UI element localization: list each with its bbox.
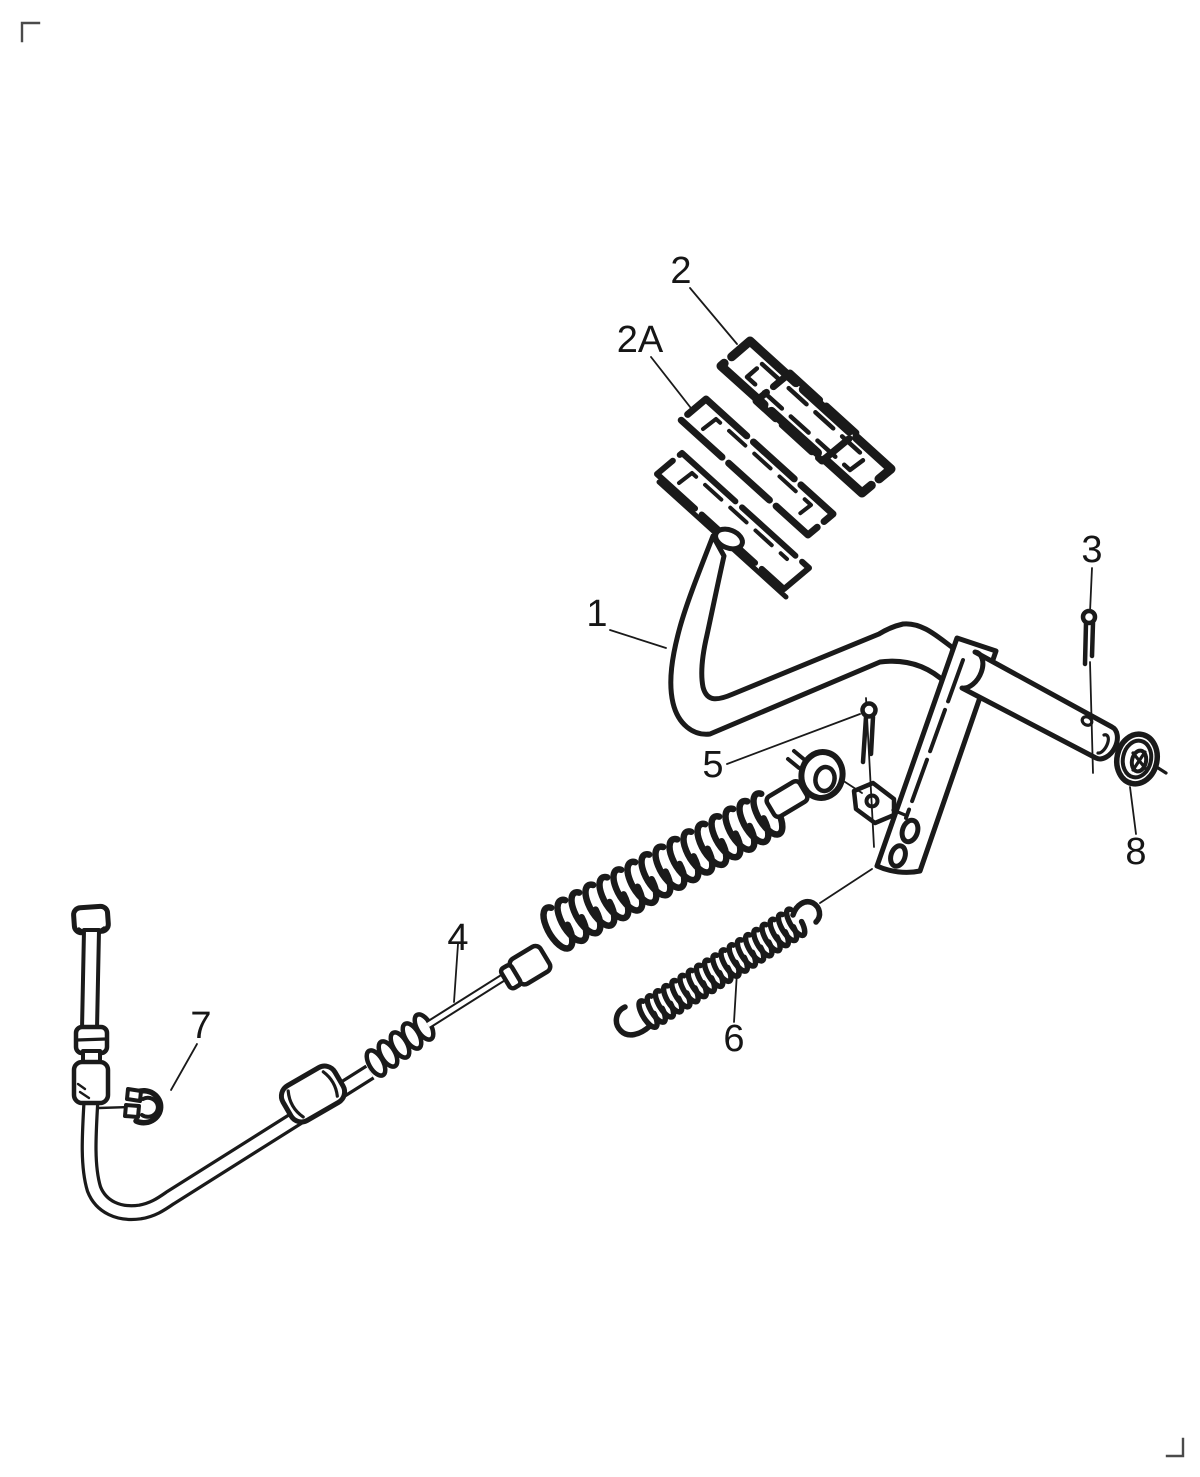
cable-assembly — [71, 749, 846, 1222]
leader-2a — [650, 356, 695, 413]
pedal-pad-plate — [677, 395, 837, 539]
crop-mark-bottom-right — [1165, 1437, 1185, 1458]
cable-upper-ferrules — [71, 1024, 111, 1106]
return-spring — [613, 899, 823, 1038]
leader-4 — [453, 943, 459, 1003]
callout-3-label: 3 — [1081, 529, 1102, 571]
callout-8-label: 8 — [1125, 831, 1146, 873]
bracket-hole-upper — [899, 817, 921, 845]
cotter-pin-shaft — [1080, 608, 1098, 667]
spring-seat-ferrule — [498, 943, 553, 991]
pedal-arm-tube — [668, 526, 956, 737]
callout-5-label: 5 — [702, 744, 723, 786]
clevis-eye — [786, 749, 846, 801]
callout-2a-label: 2A — [617, 319, 664, 361]
spring-hook-left — [613, 1004, 653, 1038]
callout-7-label: 7 — [190, 1005, 211, 1047]
tube-end-cap — [713, 526, 745, 552]
cable-coil-spring — [540, 793, 783, 952]
mounting-bracket — [874, 635, 999, 875]
leader-3 — [1089, 567, 1093, 613]
cable-crimp-rings — [364, 1012, 436, 1078]
clevis-to-tab-line — [841, 779, 863, 794]
cotter-pin-clevis — [860, 701, 878, 765]
pedal-pad-rubber — [716, 336, 896, 498]
leader-5 — [726, 713, 861, 765]
cable-mid-barrel — [278, 1063, 348, 1125]
pad-center-hole — [752, 369, 860, 465]
crop-mark-top-left — [20, 21, 41, 43]
callout-1-label: 1 — [586, 593, 607, 635]
leader-8 — [1129, 786, 1137, 835]
bracket-hole-lower — [888, 843, 908, 869]
leader-7 — [170, 1043, 198, 1091]
shaft-pin-hole — [1080, 715, 1094, 727]
spring-hook-right — [790, 899, 823, 925]
callout-4-label: 4 — [447, 917, 468, 959]
washer — [1114, 731, 1168, 787]
cable-clamp — [97, 1087, 164, 1126]
cable-plunger-rod — [80, 928, 101, 1031]
callout-6-label: 6 — [723, 1018, 744, 1060]
callout-2-label: 2 — [670, 250, 691, 292]
spring-to-bracket-line — [819, 868, 873, 904]
leader-lines — [170, 287, 1137, 1091]
leader-2 — [689, 287, 738, 345]
callout-labels: 1 2 2A 3 4 5 6 7 8 — [190, 250, 1146, 1060]
pivot-shaft — [959, 649, 1120, 762]
leader-6 — [733, 971, 738, 1023]
leader-1 — [609, 629, 667, 649]
